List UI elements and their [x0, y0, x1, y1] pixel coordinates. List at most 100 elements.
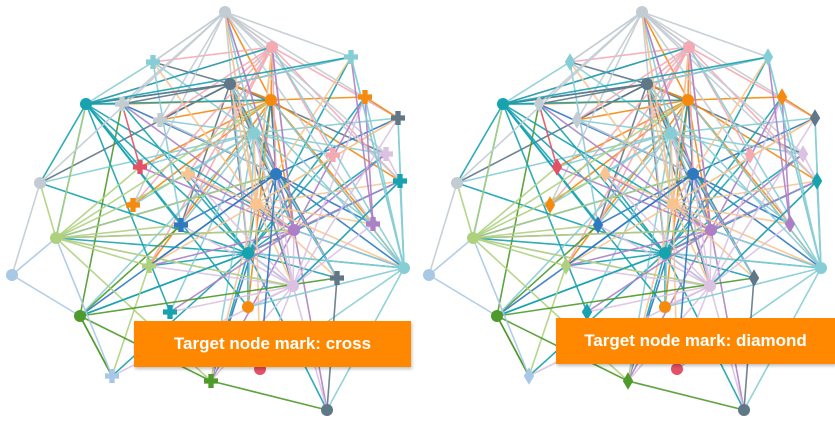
graph-node	[242, 247, 254, 259]
graph-edge	[646, 83, 672, 134]
graph-edge	[664, 56, 769, 254]
graph-edge	[641, 11, 804, 155]
graph-edge	[159, 99, 272, 121]
graph-edge	[224, 11, 273, 48]
graph-edge	[428, 182, 458, 276]
graph-node	[815, 262, 827, 274]
graph-edge	[472, 173, 694, 239]
graph-node	[265, 94, 277, 106]
graph-edge	[672, 173, 694, 205]
graph-node	[423, 269, 435, 281]
graph-edge	[502, 103, 712, 231]
target-node-cross	[115, 97, 129, 111]
target-node-diamond	[748, 269, 760, 287]
target-node-cross	[204, 374, 218, 388]
target-node-cross	[391, 111, 405, 125]
graph-edge	[456, 103, 504, 184]
graph-edge	[148, 46, 273, 267]
graph-edge	[55, 166, 141, 239]
graph-edge	[670, 132, 755, 279]
graph-edge	[255, 117, 399, 205]
graph-edge	[604, 173, 666, 254]
graph-edge	[670, 132, 712, 231]
graph-edge	[428, 274, 498, 317]
graph-edge	[710, 96, 783, 231]
graph-edge	[528, 252, 666, 377]
graph-node	[224, 78, 236, 90]
target-node-diamond	[581, 303, 593, 321]
target-node-diamond	[533, 95, 545, 113]
graph-edge	[472, 229, 712, 239]
target-node-diamond	[564, 53, 576, 71]
target-node-cross	[174, 218, 188, 232]
graph-edge	[253, 117, 399, 134]
graph-edge	[247, 267, 405, 308]
graph-edge	[255, 203, 405, 269]
graph-edge	[672, 203, 822, 269]
target-node-diamond	[811, 172, 823, 190]
graph-edge	[641, 11, 712, 231]
target-node-diamond	[762, 48, 774, 66]
graph-edge	[672, 117, 816, 205]
graph-edge	[586, 285, 711, 313]
graph-edge	[496, 252, 666, 317]
graph-edge	[247, 252, 294, 287]
graph-node	[665, 127, 677, 139]
graph-edge	[229, 56, 352, 85]
graph-edge	[502, 103, 588, 313]
graph-edge	[85, 61, 154, 105]
target-node-diamond	[797, 145, 809, 163]
graph-edge	[538, 103, 558, 168]
graph-edge	[502, 46, 690, 105]
graph-edge	[224, 11, 249, 254]
graph-edge	[672, 203, 755, 279]
target-mark-label: Target node mark: diamond	[556, 318, 835, 364]
graph-edge	[55, 103, 87, 239]
target-node-cross	[142, 259, 156, 273]
graph-edge	[229, 83, 257, 205]
graph-edge	[672, 46, 690, 205]
graph-edge	[85, 46, 273, 105]
graph-edge	[670, 132, 751, 156]
graph-node	[74, 310, 86, 322]
graph-edge	[538, 11, 643, 105]
graph-node	[242, 301, 254, 313]
graph-edge	[670, 117, 816, 134]
graph-edge	[496, 224, 599, 317]
graph-edge	[710, 180, 818, 231]
graph-edge	[604, 132, 672, 175]
graph-edge	[169, 285, 294, 313]
graph-edge	[767, 56, 822, 269]
graph-edge	[502, 61, 571, 105]
graph-node	[687, 168, 699, 180]
graph-edge	[180, 132, 255, 226]
graph-node	[738, 404, 750, 416]
graph-edge	[428, 237, 474, 276]
graph-edge	[710, 153, 804, 231]
graph-edge	[472, 237, 666, 254]
graph-edge	[255, 173, 277, 205]
graph-edge	[271, 46, 277, 175]
graph-edge	[709, 117, 816, 287]
graph-node	[219, 6, 231, 18]
graph-edge	[456, 182, 474, 239]
graph-node	[497, 98, 509, 110]
graph-node	[270, 168, 282, 180]
target-node-cross	[126, 198, 140, 212]
graph-edge	[502, 83, 648, 105]
target-node-diamond	[809, 109, 821, 127]
graph-edge	[121, 83, 231, 105]
graph-panel-cross: Target node mark: cross	[6, 6, 411, 416]
graph-edge	[627, 380, 745, 411]
graph-node	[682, 94, 694, 106]
graph-edge	[247, 56, 352, 254]
graph-edge	[270, 99, 405, 269]
graph-edge	[641, 11, 818, 182]
graph-edge	[121, 11, 226, 105]
graph-edge	[350, 56, 374, 225]
graph-edge	[709, 180, 818, 287]
graph-edge	[247, 252, 338, 279]
graph-edge	[565, 265, 711, 287]
graph-edge	[502, 99, 689, 105]
graph-edge	[55, 237, 113, 377]
